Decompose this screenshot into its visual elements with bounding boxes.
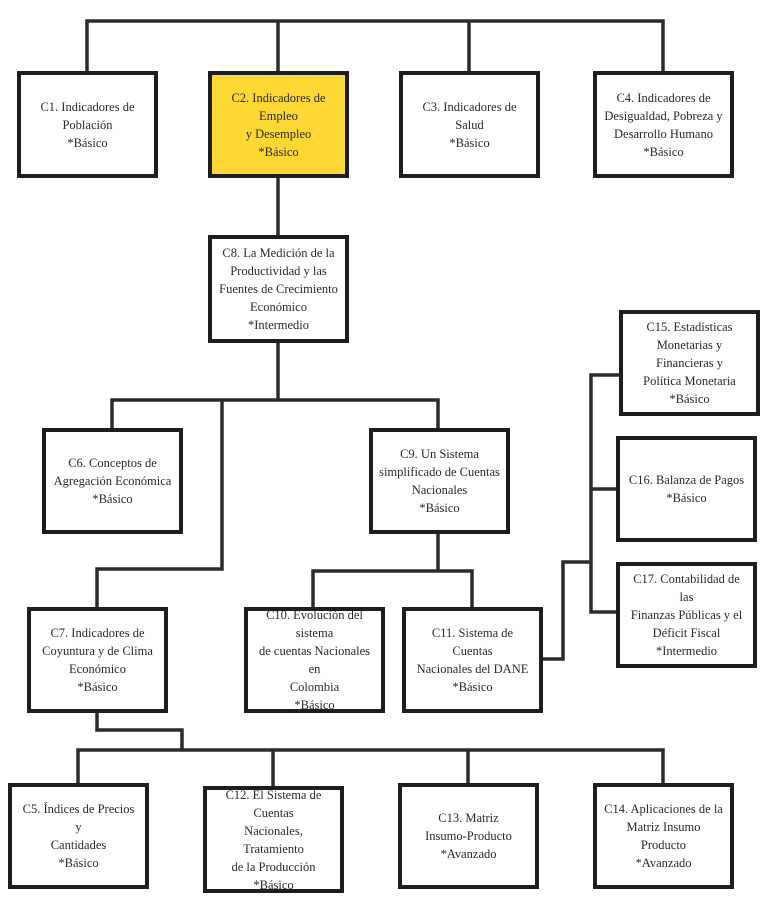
node-level: *Básico: [419, 501, 460, 515]
node-c12[interactable]: C12. El Sistema de Cuentas Nacionales, T…: [203, 786, 344, 893]
node-title: C5. Índices de Precios y Cantidades: [22, 802, 135, 852]
connector-c9-c10-c11: [311, 569, 474, 609]
connector-c8-c7: [95, 400, 224, 609]
node-c7[interactable]: C7. Indicadores de Coyuntura y de Clima …: [27, 607, 168, 713]
node-c14[interactable]: C14. Aplicaciones de la Matriz Insumo Pr…: [593, 783, 734, 889]
node-level: *Básico: [449, 135, 490, 150]
node-title: C11. Sistema de Cuentas Nacionales del D…: [416, 626, 529, 676]
node-title: C6. Conceptos de Agregación Económica: [53, 456, 172, 488]
node-title: C3. Indicadores de Salud: [422, 99, 517, 132]
node-level: *Básico: [666, 491, 707, 505]
node-c1[interactable]: C1. Indicadores de Población *Básico: [17, 71, 158, 178]
node-level: *Básico: [452, 680, 493, 694]
node-level: *Avanzado: [440, 847, 497, 861]
node-c5[interactable]: C5. Índices de Precios y Cantidades *Bási…: [8, 783, 149, 889]
node-level: *Básico: [643, 144, 684, 159]
node-c15[interactable]: C15. Estadísticas Monetarias y Financier…: [619, 310, 760, 416]
node-c9[interactable]: C9. Un Sistema simplificado de Cuentas N…: [369, 428, 510, 534]
node-level: *Intermedio: [655, 644, 718, 658]
connector-c8-c6-c9: [110, 398, 440, 430]
node-title: C4. Indicadores de Desigualdad, Pobreza …: [604, 90, 723, 141]
node-title: C15. Estadísticas Monetarias y Financier…: [643, 320, 736, 388]
node-level: *Básico: [77, 680, 118, 694]
node-title: C7. Indicadores de Coyuntura y de Clima …: [42, 626, 153, 676]
node-title: C8. La Medición de la Productividad y la…: [219, 246, 338, 314]
node-title: C13. Matriz Insumo-Producto: [425, 811, 512, 843]
node-title: C17. Contabilidad de las Finanzas Públic…: [630, 572, 743, 640]
node-level: *Básico: [294, 698, 335, 712]
node-c10[interactable]: C10. Evolución del sistema de cuentas Na…: [244, 607, 385, 713]
node-c6[interactable]: C6. Conceptos de Agregación Económica *Bá…: [42, 428, 183, 534]
node-c13[interactable]: C13. Matriz Insumo-Producto *Avanzado: [398, 783, 539, 889]
node-c11[interactable]: C11. Sistema de Cuentas Nacionales del D…: [402, 607, 543, 713]
node-level: *Avanzado: [635, 856, 692, 870]
connector-c11-right: [542, 560, 591, 661]
node-title: C2. Indicadores de Empleo y Desempleo: [231, 90, 326, 141]
connector-right-trunk: [589, 373, 619, 614]
node-c16[interactable]: C16. Balanza de Pagos *Básico: [616, 436, 757, 542]
node-level: *Básico: [253, 877, 294, 892]
node-level: *Básico: [669, 392, 710, 406]
node-c4[interactable]: C4. Indicadores de Desigualdad, Pobreza …: [593, 71, 734, 178]
node-title: C16. Balanza de Pagos: [628, 473, 745, 487]
node-c2[interactable]: C2. Indicadores de Empleo y Desempleo *Bá…: [208, 71, 349, 178]
node-level: *Básico: [92, 492, 133, 506]
connector-bottom-bus: [76, 748, 665, 785]
node-title: C10. Evolución del sistema de cuentas Na…: [258, 608, 371, 694]
node-title: C14. Aplicaciones de la Matriz Insumo Pr…: [604, 802, 723, 852]
node-c17[interactable]: C17. Contabilidad de las Finanzas Públic…: [616, 562, 757, 668]
node-level: *Intermedio: [247, 318, 310, 332]
node-level: *Básico: [67, 135, 108, 150]
node-title: C12. El Sistema de Cuentas Nacionales, T…: [225, 787, 322, 874]
node-c8[interactable]: C8. La Medición de la Productividad y la…: [208, 235, 349, 343]
connector-c7-down: [95, 712, 184, 750]
node-c3[interactable]: C3. Indicadores de Salud *Básico: [399, 71, 540, 178]
node-level: *Básico: [258, 144, 299, 159]
node-level: *Básico: [58, 856, 99, 870]
connector-top-bus: [85, 19, 665, 73]
node-title: C9. Un Sistema simplificado de Cuentas N…: [379, 447, 500, 497]
node-title: C1. Indicadores de Población: [40, 99, 135, 132]
